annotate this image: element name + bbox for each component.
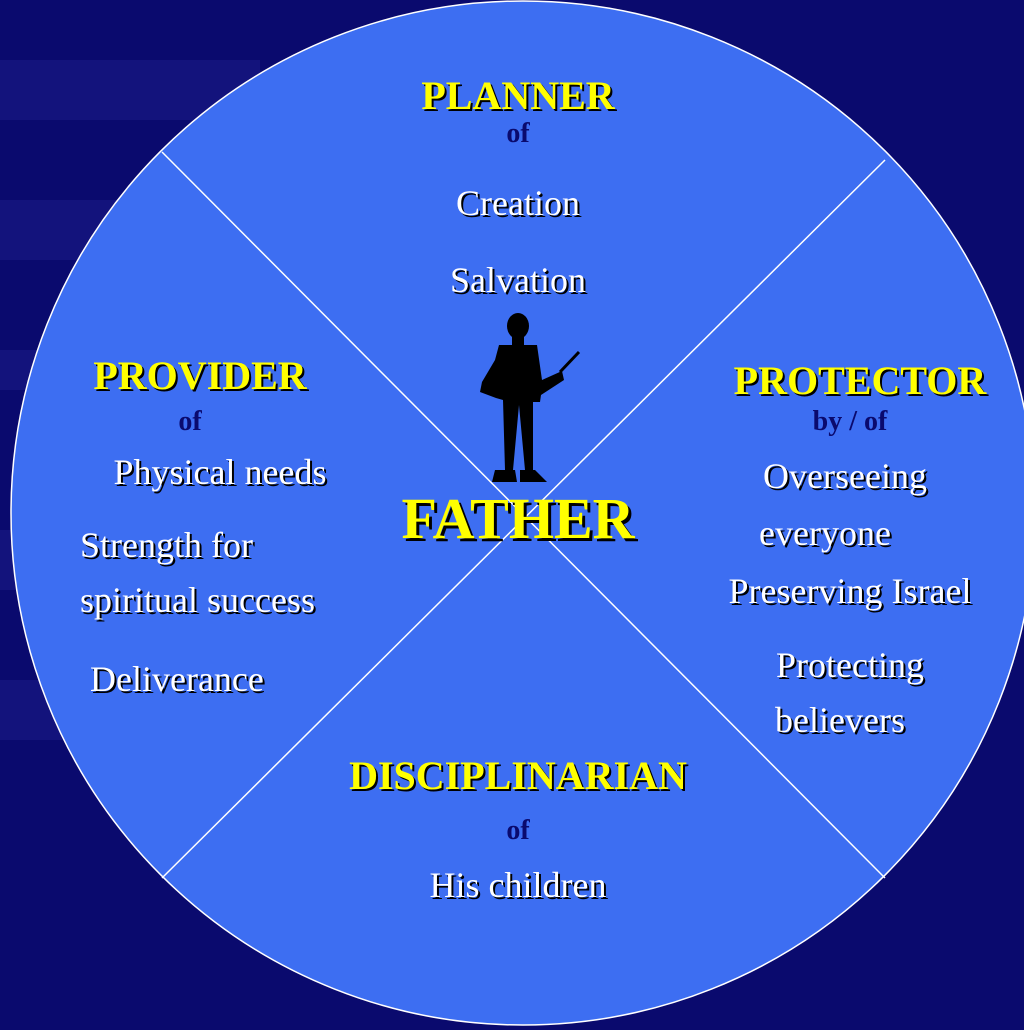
disciplinarian-item: His children — [429, 865, 607, 905]
protector-item: Protecting — [776, 645, 924, 685]
provider-item: Deliverance — [90, 659, 264, 699]
planner-item: Creation — [456, 183, 580, 223]
man-with-pointer-icon — [480, 313, 581, 482]
provider-heading: PROVIDER — [93, 353, 307, 398]
disciplinarian-heading: DISCIPLINARIAN — [349, 753, 687, 798]
protector-heading: PROTECTOR — [733, 358, 987, 403]
planner-connector: of — [506, 118, 530, 149]
planner-item: Salvation — [450, 260, 586, 300]
provider-item: Physical needs — [113, 452, 327, 492]
provider-item: Strength for — [80, 525, 253, 565]
center-title: FATHER — [401, 486, 635, 551]
planner-heading: PLANNER — [421, 73, 615, 118]
protector-item: Preserving Israel — [728, 571, 972, 611]
role-wheel-circle — [10, 0, 1024, 1026]
disciplinarian-connector: of — [506, 815, 530, 846]
provider-connector: of — [178, 406, 202, 437]
divider-line-ne-sw — [161, 159, 886, 879]
protector-item: Overseeing — [763, 456, 927, 496]
divider-line-nw-se — [161, 151, 886, 879]
protector-item: everyone — [759, 513, 891, 553]
protector-item: believers — [775, 700, 905, 740]
protector-connector: by / of — [812, 406, 888, 437]
provider-item: spiritual success — [80, 580, 315, 620]
